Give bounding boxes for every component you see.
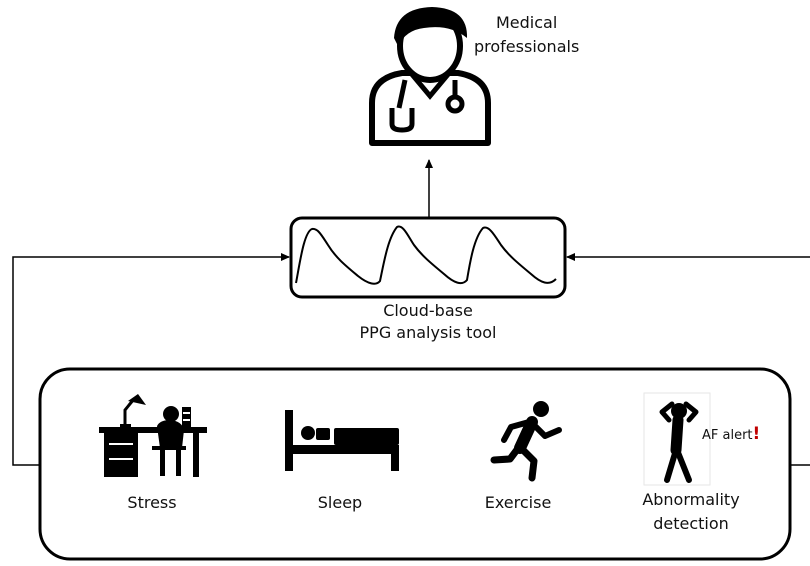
af-alert-text: AF alert: [702, 428, 753, 443]
runner-icon: [490, 401, 562, 482]
activities-box: [38, 367, 792, 561]
doctor-label-line1: Medical: [496, 13, 558, 32]
distress-icon: [643, 392, 711, 486]
arrow-right-loop: [567, 257, 810, 466]
af-alert-mark: !: [752, 424, 761, 444]
af-alert: AF alert!: [702, 424, 760, 444]
bed-icon: [285, 410, 399, 471]
tool-label-line2: PPG analysis tool: [359, 323, 497, 342]
exercise-label: Exercise: [484, 493, 552, 512]
desk-icon: [99, 394, 207, 477]
doctor-icon: [369, 7, 491, 146]
abnormality-label-line1: Abnormality: [642, 490, 740, 509]
ppg-tool-box: [289, 216, 567, 299]
tool-label-line1: Cloud-base: [383, 301, 473, 320]
stress-label: Stress: [127, 493, 177, 512]
ppg-waveform: [295, 225, 557, 285]
abnormality-label-line2: detection: [653, 514, 729, 533]
doctor-label-line2: professionals: [474, 37, 580, 56]
sleep-label: Sleep: [317, 493, 363, 512]
arrow-left-loop: [12, 253, 290, 466]
